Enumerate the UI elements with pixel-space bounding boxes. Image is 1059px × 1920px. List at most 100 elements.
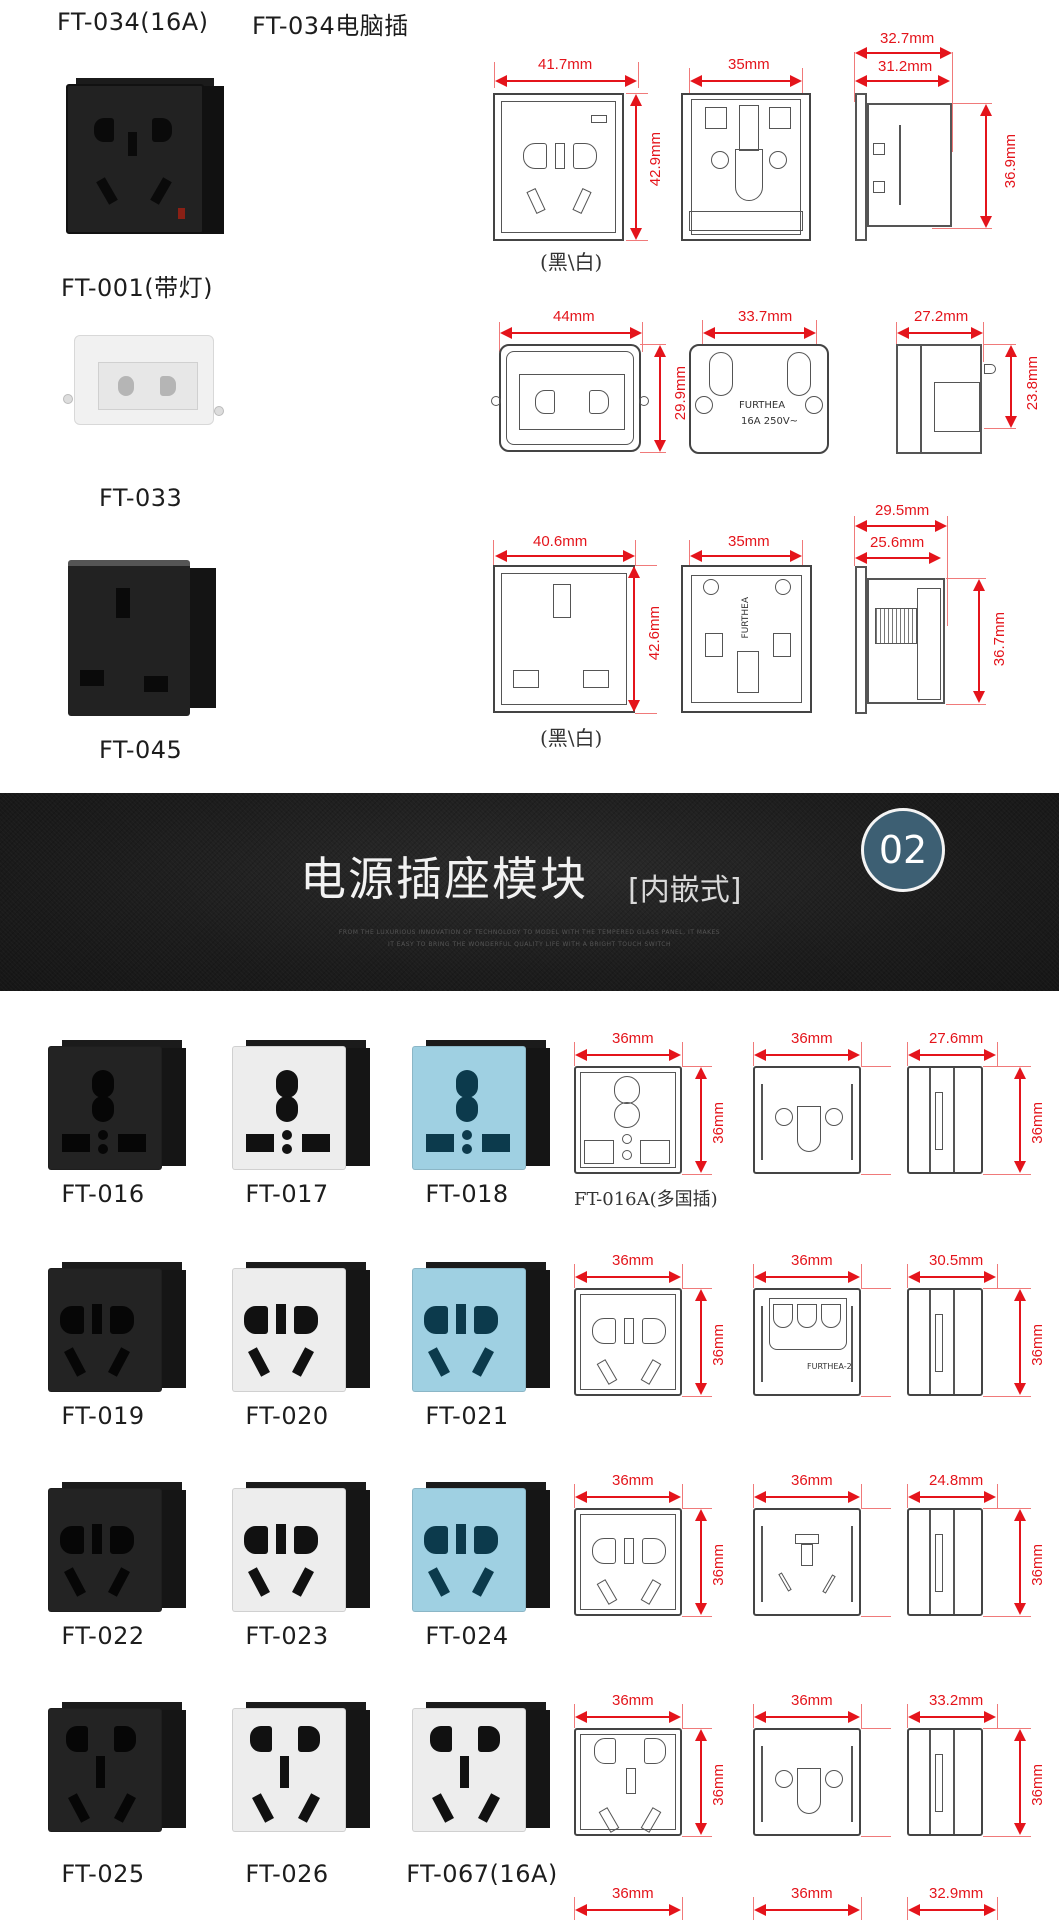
dim-side-depth: 27.2mm (914, 308, 969, 325)
back-view-drawing: FURTHEA-2 (753, 1288, 861, 1396)
dim-side-height: 36mm (1029, 1102, 1046, 1144)
product-image (232, 1702, 372, 1837)
banner-subtitle: [内嵌式] (628, 873, 742, 908)
dim-side-height: 36mm (1029, 1544, 1046, 1586)
product-image-ft034 (64, 78, 224, 238)
product-label: FT-017 (245, 1180, 329, 1208)
dim-back-width: 36mm (791, 1692, 833, 1709)
dim-front-height: 29.9mm (672, 366, 689, 421)
dim-side-depth: 33.2mm (929, 1692, 984, 1709)
product-image-ft045 (68, 558, 218, 718)
dim-side-depth: 30.5mm (929, 1252, 984, 1269)
dim-side-height: 36.7mm (991, 612, 1008, 667)
product-image (48, 1482, 188, 1617)
side-view-drawing (907, 1508, 983, 1616)
front-view-drawing (574, 1066, 682, 1174)
dim-side-depth-total: 32.7mm (880, 30, 935, 47)
back-marking: 16A 250V~ (741, 416, 799, 427)
front-view-drawing (491, 344, 649, 452)
product-label: FT-018 (425, 1180, 509, 1208)
dim-front-width: 41.7mm (538, 56, 593, 73)
front-view-drawing (493, 93, 624, 241)
product-label: FT-023 (245, 1622, 329, 1650)
dim-back-width: 36mm (791, 1030, 833, 1047)
dim-front-width: 36mm (612, 1472, 654, 1489)
dim-back-width: 36mm (791, 1885, 833, 1902)
dim-side-depth-body: 25.6mm (870, 534, 925, 551)
dim-back-width: 33.7mm (738, 308, 793, 325)
product-label: FT-020 (245, 1402, 329, 1430)
dim-front-width: 40.6mm (533, 533, 588, 550)
dim-front-height: 36mm (710, 1764, 727, 1806)
back-view-drawing (681, 93, 811, 241)
section-banner: 电源插座模块 [内嵌式] 02 FROM THE LUXURIOUS INNOV… (0, 793, 1059, 991)
side-view-drawing (855, 93, 867, 241)
dim-side-height: 36.9mm (1002, 134, 1019, 189)
dim-back-width: 36mm (791, 1252, 833, 1269)
dim-front-height: 36mm (710, 1544, 727, 1586)
back-view-drawing (753, 1066, 861, 1174)
side-view-body (867, 103, 952, 227)
dim-side-height: 23.8mm (1024, 356, 1041, 411)
indicator-light-icon (178, 208, 185, 219)
product-image (232, 1262, 372, 1397)
dim-back-width: 36mm (791, 1472, 833, 1489)
product-label: FT-067(16A) (406, 1860, 558, 1888)
product-label: FT-024 (425, 1622, 509, 1650)
dim-front-width: 36mm (612, 1885, 654, 1902)
section-number-badge: 02 (861, 808, 945, 892)
product-label: FT-001(带灯) (61, 274, 214, 302)
product-image (412, 1040, 552, 1175)
dim-side-height: 36mm (1029, 1764, 1046, 1806)
dim-front-width: 36mm (612, 1030, 654, 1047)
heading-ft034-16a: FT-034(16A) (57, 8, 209, 36)
banner-title: 电源插座模块 (300, 852, 588, 906)
dim-front-width: 36mm (612, 1252, 654, 1269)
side-view-drawing (907, 1066, 983, 1174)
back-view-drawing (753, 1728, 861, 1836)
color-caption: (黑\白) (540, 726, 603, 750)
product-image (412, 1702, 552, 1837)
product-label: FT-019 (61, 1402, 145, 1430)
product-image (48, 1262, 188, 1397)
back-marking: FURTHEA-2 (807, 1362, 852, 1371)
side-view-drawing (907, 1728, 983, 1836)
front-view-drawing (574, 1288, 682, 1396)
product-label: FT-026 (245, 1860, 329, 1888)
dim-back-width: 35mm (728, 56, 770, 73)
product-label: FT-021 (425, 1402, 509, 1430)
back-view-drawing: FURTHEA (681, 565, 812, 713)
side-view-body (867, 578, 945, 704)
dim-side-depth: 32.9mm (929, 1885, 984, 1902)
product-image-ft033 (60, 330, 230, 430)
product-label: FT-045 (99, 736, 183, 764)
product-image (232, 1040, 372, 1175)
product-image (232, 1482, 372, 1617)
product-label: FT-033 (99, 484, 183, 512)
heading-ft034-computer: FT-034电脑插 (252, 12, 409, 40)
product-label: FT-022 (61, 1622, 145, 1650)
dim-front-width: 36mm (612, 1692, 654, 1709)
dim-back-width: 35mm (728, 533, 770, 550)
product-label: FT-016 (61, 1180, 145, 1208)
dim-side-height: 36mm (1029, 1324, 1046, 1366)
dim-front-height: 42.6mm (646, 606, 663, 661)
side-view-drawing (907, 1288, 983, 1396)
back-view-drawing: FURTHEA 16A 250V~ (689, 344, 829, 454)
dim-side-depth: 24.8mm (929, 1472, 984, 1489)
dim-front-height: 42.9mm (647, 132, 664, 187)
dim-side-depth: 27.6mm (929, 1030, 984, 1047)
back-view-drawing (753, 1508, 861, 1616)
side-view-drawing (896, 344, 996, 454)
dim-front-height: 36mm (710, 1102, 727, 1144)
front-view-drawing (574, 1728, 682, 1836)
back-marking: FURTHEA (741, 597, 751, 639)
banner-english-line-1: FROM THE LUXURIOUS INNOVATION OF TECHNOL… (338, 929, 721, 936)
side-view-drawing (855, 566, 867, 714)
banner-english-line-2: IT EASY TO BRING THE WONDERFUL QUALITY L… (387, 941, 672, 948)
dim-front-height: 36mm (710, 1324, 727, 1366)
product-image (48, 1040, 188, 1175)
product-image (412, 1482, 552, 1617)
drawing-caption: FT-016A(多国插) (574, 1189, 718, 1210)
color-caption: (黑\白) (540, 250, 603, 274)
